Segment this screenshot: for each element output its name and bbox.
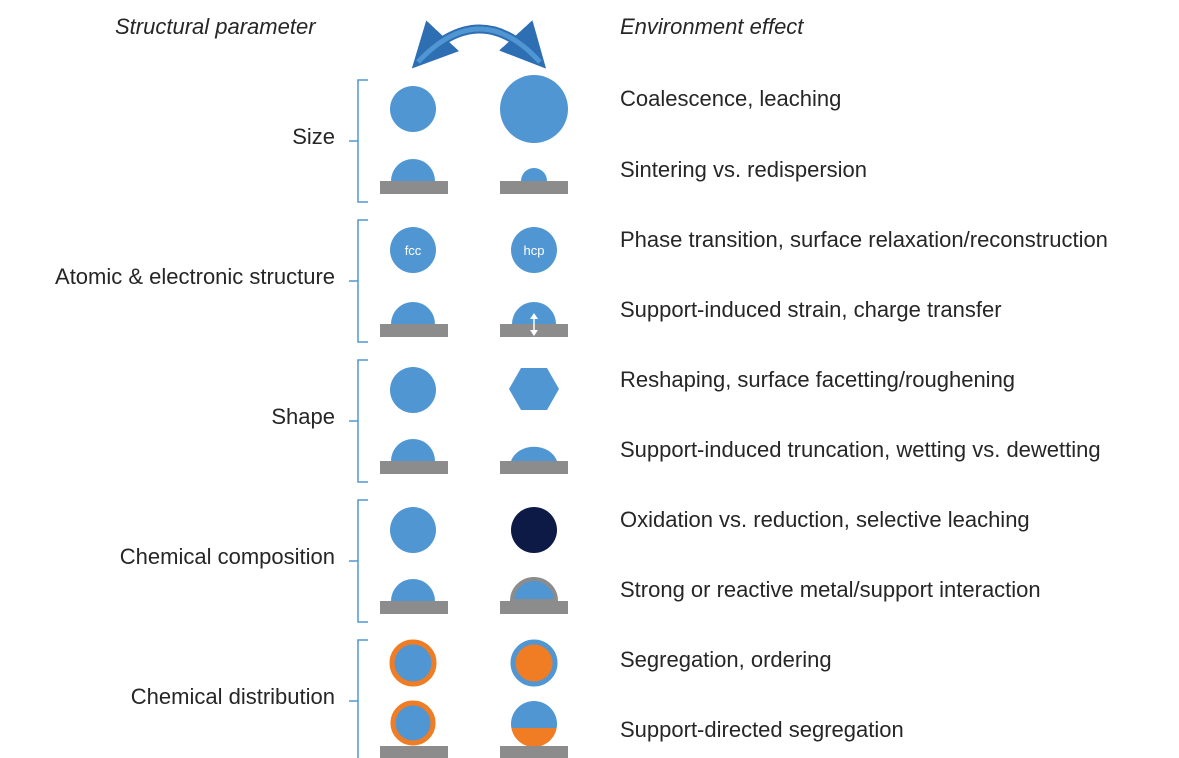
effect-atomic-bottom: Support-induced strain, charge transfer	[620, 297, 1002, 322]
support-atomic-left	[380, 324, 448, 337]
environment-effect-header: Environment effect	[620, 14, 804, 39]
bracket-atomic	[349, 219, 368, 343]
effect-distribution-top: Segregation, ordering	[620, 647, 832, 672]
support-distribution-left	[380, 746, 448, 758]
supported-particle-atomic-left	[391, 302, 435, 324]
effect-shape-top: Reshaping, surface facetting/roughening	[620, 367, 1016, 392]
supported-particle-distribution-left	[390, 700, 436, 746]
particle-composition-metal	[390, 507, 436, 553]
support-shape-left	[380, 461, 448, 474]
bracket-composition	[349, 499, 368, 623]
hcp-label: hcp	[524, 243, 545, 258]
supported-particle-segregated	[511, 701, 557, 747]
supported-particle-encapsulated	[509, 577, 559, 603]
effect-size-top: Coalescence, leaching	[620, 86, 842, 111]
supported-particle-size-small	[521, 168, 547, 181]
category-chemical-distribution: Chemical distribution	[130, 684, 335, 709]
support-composition-right	[500, 601, 568, 614]
effect-composition-top: Oxidation vs. reduction, selective leach…	[620, 507, 1030, 532]
effect-atomic-top: Phase transition, surface relaxation/rec…	[620, 227, 1108, 252]
support-size-right	[500, 181, 568, 194]
particle-size-large	[500, 75, 568, 143]
effect-composition-bottom: Strong or reactive metal/support interac…	[620, 577, 1041, 602]
particle-hcp	[511, 227, 557, 273]
support-shape-right	[500, 461, 568, 474]
bracket-size	[349, 79, 368, 203]
category-atomic-electronic-structure: Atomic & electronic structure	[55, 264, 335, 289]
particle-size-left	[390, 86, 436, 132]
supported-particle-shape-truncated	[511, 446, 557, 461]
category-size: Size	[292, 124, 335, 149]
category-shape: Shape	[271, 404, 335, 429]
particle-shape-round	[390, 367, 436, 413]
particle-fcc	[390, 227, 436, 273]
particle-distribution-core-shell-orange	[389, 639, 437, 687]
particle-distribution-core-shell-blue	[510, 639, 558, 687]
strain-arrow-icon	[530, 313, 538, 336]
support-distribution-right	[500, 746, 568, 758]
fcc-label: fcc	[405, 243, 422, 258]
supported-particle-size-left	[391, 159, 435, 181]
effect-shape-bottom: Support-induced truncation, wetting vs. …	[620, 437, 1101, 462]
bracket-distribution	[349, 639, 368, 758]
particle-composition-oxidized	[511, 507, 557, 553]
structural-parameter-header: Structural parameter	[115, 14, 316, 39]
bracket-shape	[349, 359, 368, 483]
supported-particle-composition-left	[391, 579, 435, 601]
effect-size-bottom: Sintering vs. redispersion	[620, 157, 868, 182]
category-chemical-composition: Chemical composition	[119, 544, 335, 569]
support-size-left	[380, 181, 448, 194]
support-composition-left	[380, 601, 448, 614]
effect-distribution-bottom: Support-directed segregation	[620, 717, 904, 742]
particle-shape-hexagon	[509, 368, 559, 410]
supported-particle-shape-left	[391, 439, 435, 461]
